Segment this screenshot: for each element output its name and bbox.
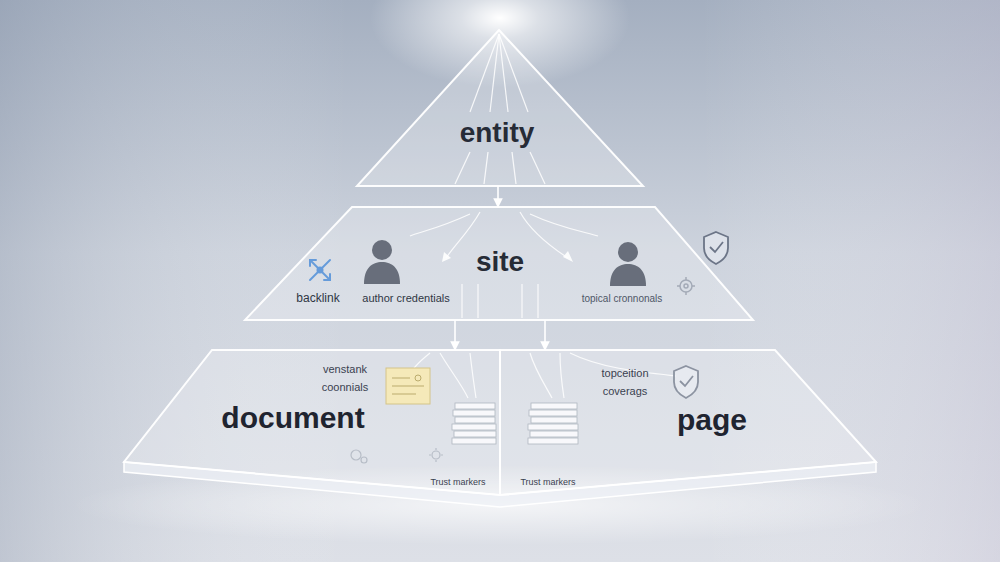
pyramid-tier: document venstank coonnialsTrust markers (122, 350, 500, 497)
tier-name: page (677, 403, 747, 436)
tier-text-wrap: entity (460, 117, 535, 149)
pyramid-tier: site backlink author credentials topical cr… (243, 207, 755, 320)
tier-text-wrap: author credentials (362, 288, 449, 306)
tier-caption: Trust markers (430, 477, 485, 487)
pyramid-tier: entity (355, 28, 645, 186)
tier-text-wrap: topical cronnonals (582, 288, 663, 306)
tier-name: entity (460, 117, 535, 148)
tier-caption: topical cronnonals (582, 293, 663, 304)
flow-connector (454, 320, 456, 350)
tier-text-wrap: document (221, 401, 364, 436)
pyramid-tier: page topceition coveragsTrust markers (500, 350, 878, 497)
tier-text-wrap: venstank coonnials (308, 359, 382, 396)
glass-outline (500, 350, 876, 495)
tier-text-wrap: Trust markers (520, 471, 575, 489)
tier-text-wrap: page (677, 403, 747, 438)
tier-caption: Trust markers (520, 477, 575, 487)
glass-outline (124, 350, 500, 495)
tier-text-wrap: topceition coverags (586, 363, 664, 400)
tier-text-wrap: Trust markers (430, 471, 485, 489)
tier-name: document (221, 401, 364, 434)
tier-caption: backlink (296, 291, 339, 305)
flow-connector (497, 186, 499, 207)
tier-caption: author credentials (362, 292, 449, 304)
tier-caption: topceition coverags (601, 367, 648, 397)
tier-caption: venstank coonnials (322, 363, 368, 393)
glass-tier-shape (355, 28, 645, 186)
tier-text-wrap: backlink (296, 288, 339, 306)
glass-outline (245, 207, 753, 320)
tier-text-wrap: site (476, 246, 524, 278)
glass-outline (357, 30, 643, 186)
flow-connector (544, 320, 546, 350)
tier-name: site (476, 246, 524, 277)
